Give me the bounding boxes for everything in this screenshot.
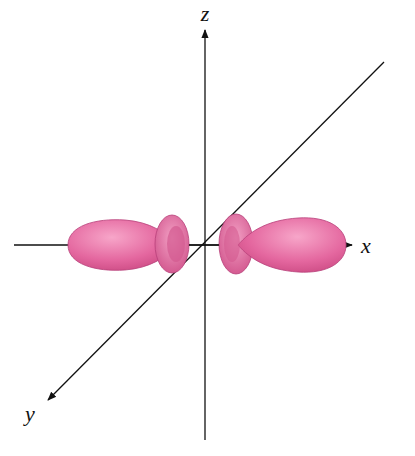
ring-hollow [224, 226, 240, 262]
axis-label: z [199, 3, 212, 25]
z-axis [204, 30, 205, 440]
axis-label: x [359, 235, 373, 257]
orbital-ring [155, 215, 189, 273]
orbital-lobe [238, 218, 346, 272]
y-axis [48, 62, 384, 400]
x-axis-segment [189, 244, 219, 245]
ring-hollow [167, 226, 185, 262]
axis-label: y [23, 403, 37, 425]
